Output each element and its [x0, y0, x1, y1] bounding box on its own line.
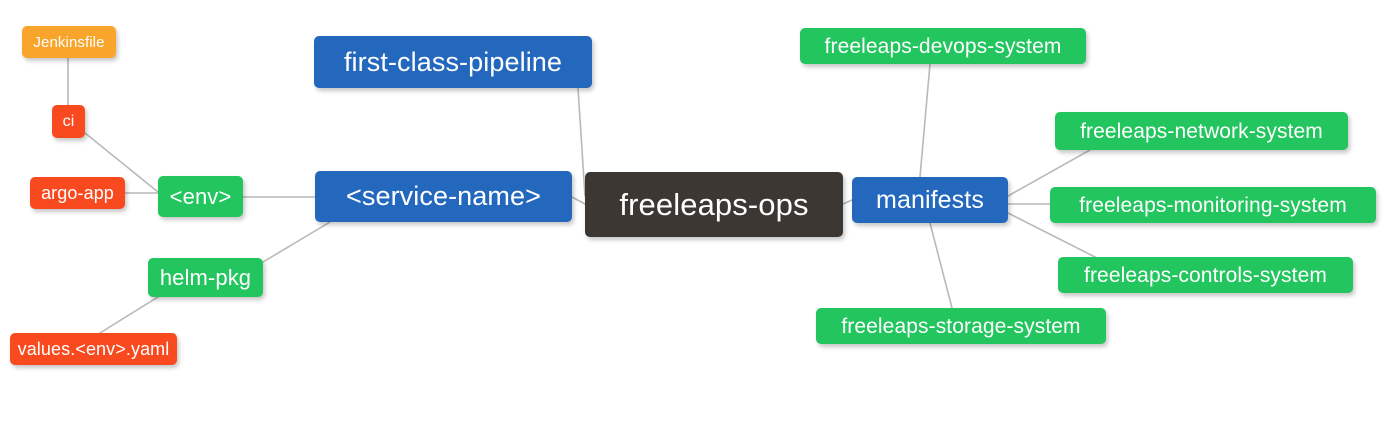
node-freeleaps-network-system[interactable]: freeleaps-network-system: [1055, 112, 1348, 150]
node-service-name[interactable]: <service-name>: [315, 171, 572, 222]
edge-manifests-to-freeleaps-storage-system: [929, 222, 953, 309]
node-helm-pkg[interactable]: helm-pkg: [148, 258, 263, 297]
edge-freeleaps-ops-to-first-class-pipeline: [577, 87, 586, 197]
node-manifests[interactable]: manifests: [852, 177, 1008, 223]
node-env[interactable]: <env>: [158, 176, 243, 217]
node-label: Jenkinsfile: [33, 33, 105, 51]
node-freeleaps-storage-system[interactable]: freeleaps-storage-system: [816, 308, 1106, 344]
node-label: <env>: [169, 183, 232, 209]
node-first-class-pipeline[interactable]: first-class-pipeline: [314, 36, 592, 88]
node-label: freeleaps-controls-system: [1084, 263, 1327, 287]
edge-freeleaps-ops-to-service-name: [571, 196, 586, 205]
node-label: values.<env>.yaml: [17, 339, 170, 359]
node-ci[interactable]: ci: [52, 105, 85, 138]
node-freeleaps-controls-system[interactable]: freeleaps-controls-system: [1058, 257, 1353, 293]
node-freeleaps-devops-system[interactable]: freeleaps-devops-system: [800, 28, 1086, 64]
node-label: <service-name>: [346, 181, 541, 211]
edge-service-name-to-helm-pkg: [262, 221, 331, 263]
edge-freeleaps-ops-to-manifests: [842, 199, 853, 205]
node-label: freeleaps-monitoring-system: [1079, 193, 1347, 217]
node-values-env-yaml[interactable]: values.<env>.yaml: [10, 333, 177, 365]
node-jenkinsfile[interactable]: Jenkinsfile: [22, 26, 116, 58]
node-label: freeleaps-devops-system: [824, 34, 1062, 58]
node-label: ci: [62, 112, 75, 130]
node-argo-app[interactable]: argo-app: [30, 177, 125, 209]
node-freeleaps-monitoring-system[interactable]: freeleaps-monitoring-system: [1050, 187, 1376, 223]
edge-manifests-to-freeleaps-devops-system: [919, 63, 931, 178]
node-freeleaps-ops[interactable]: freeleaps-ops: [585, 172, 843, 237]
node-label: manifests: [876, 185, 984, 214]
edge-helm-pkg-to-values-env-yaml: [99, 296, 159, 334]
node-label: freeleaps-storage-system: [841, 314, 1081, 338]
node-label: first-class-pipeline: [343, 46, 563, 77]
node-label: argo-app: [41, 183, 114, 203]
node-label: freeleaps-network-system: [1080, 119, 1323, 143]
node-label: freeleaps-ops: [619, 187, 809, 222]
node-label: helm-pkg: [159, 264, 252, 290]
